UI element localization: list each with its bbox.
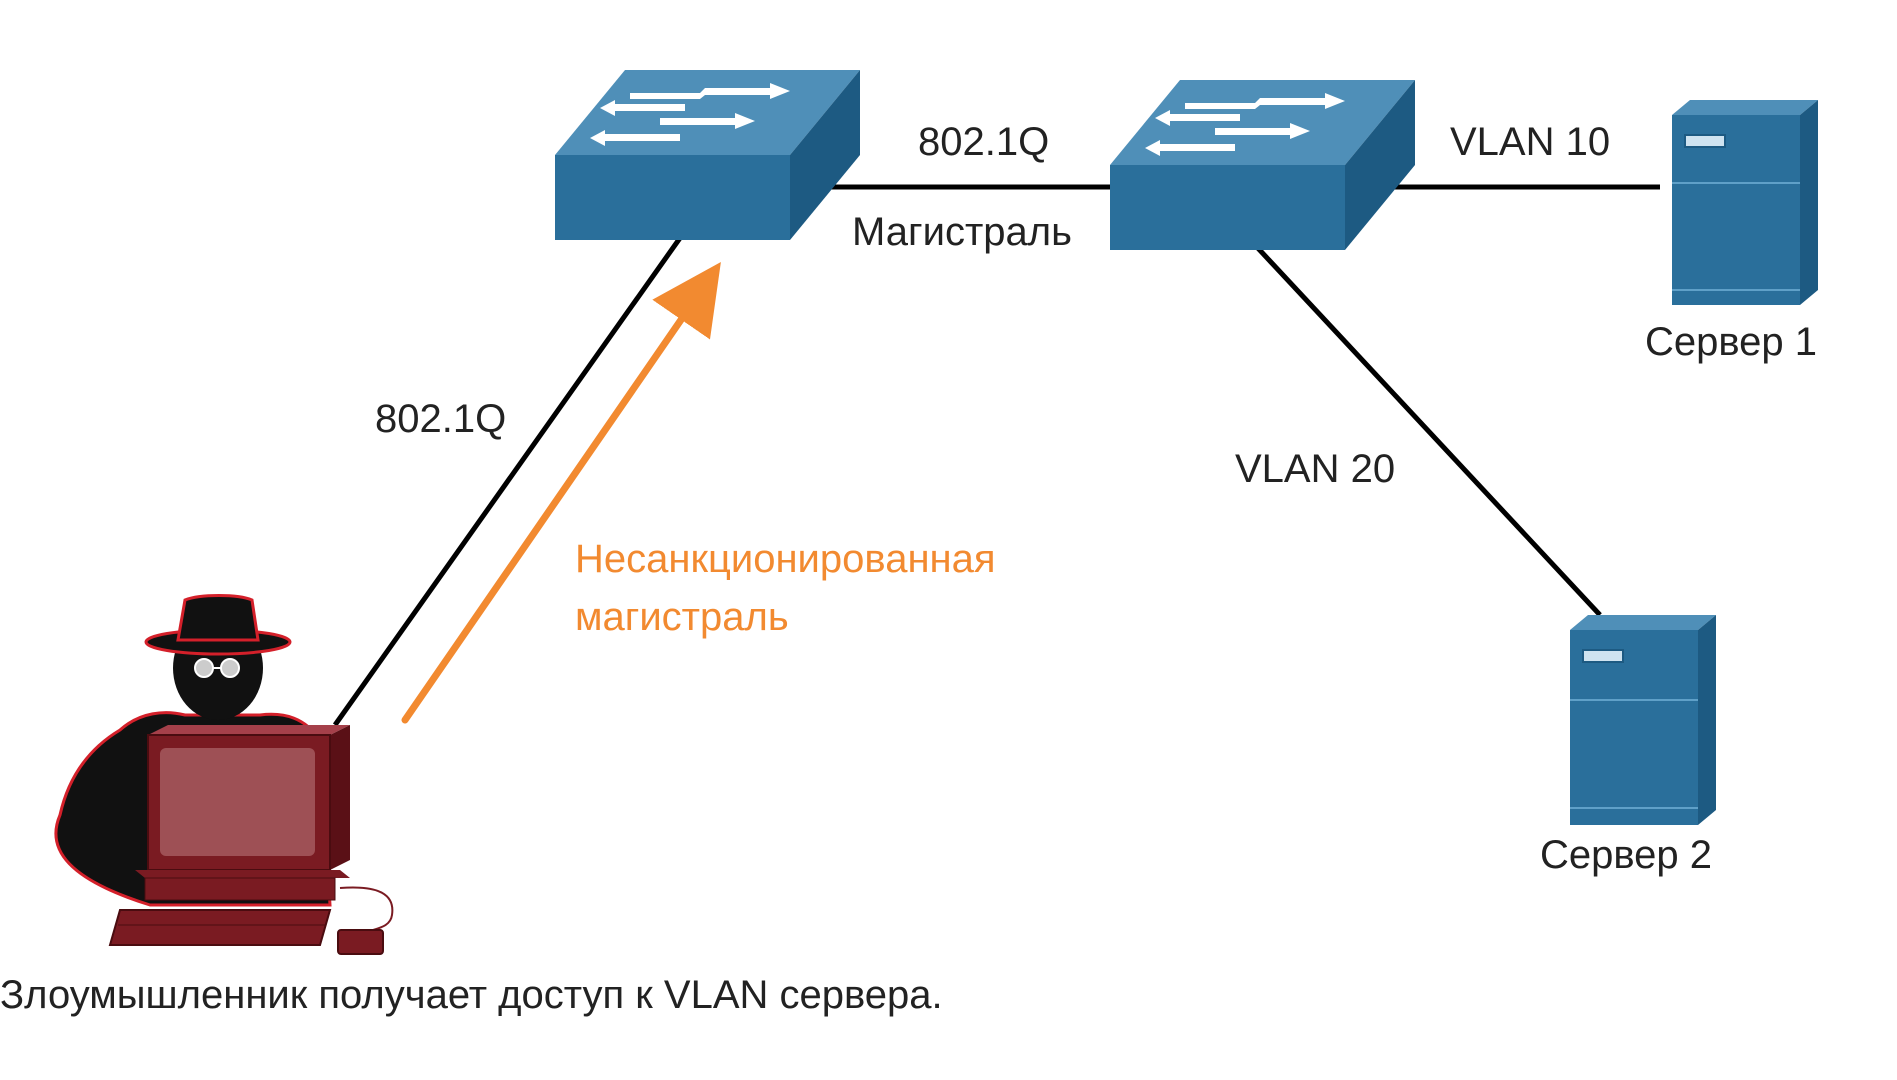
attacker-to-switch1-link	[332, 236, 683, 727]
unauthorized-trunk-label-line2: магистраль	[575, 595, 789, 639]
hacker-computer-icon	[54, 594, 394, 955]
switch-2-icon	[1110, 80, 1415, 250]
attacker-link-label: 802.1Q	[375, 397, 506, 441]
diagram-caption: Злоумышленник получает доступ к VLAN сер…	[0, 973, 943, 1017]
switch2-to-server2-link	[1253, 243, 1602, 617]
unauthorized-trunk-label-line1: Несанкционированная	[575, 537, 996, 581]
vlan10-label: VLAN 10	[1450, 120, 1610, 164]
trunk-link-label-bottom: Магистраль	[852, 210, 1072, 254]
switch-1-icon	[555, 70, 860, 240]
server-1-label: Сервер 1	[1645, 320, 1817, 364]
unauthorized-trunk-arrow	[401, 261, 721, 724]
vlan20-label: VLAN 20	[1235, 447, 1395, 491]
server-2-icon	[1570, 615, 1716, 825]
server-2-label: Сервер 2	[1540, 833, 1712, 877]
trunk-link-label-top: 802.1Q	[918, 120, 1049, 164]
server-1-icon	[1672, 100, 1818, 305]
